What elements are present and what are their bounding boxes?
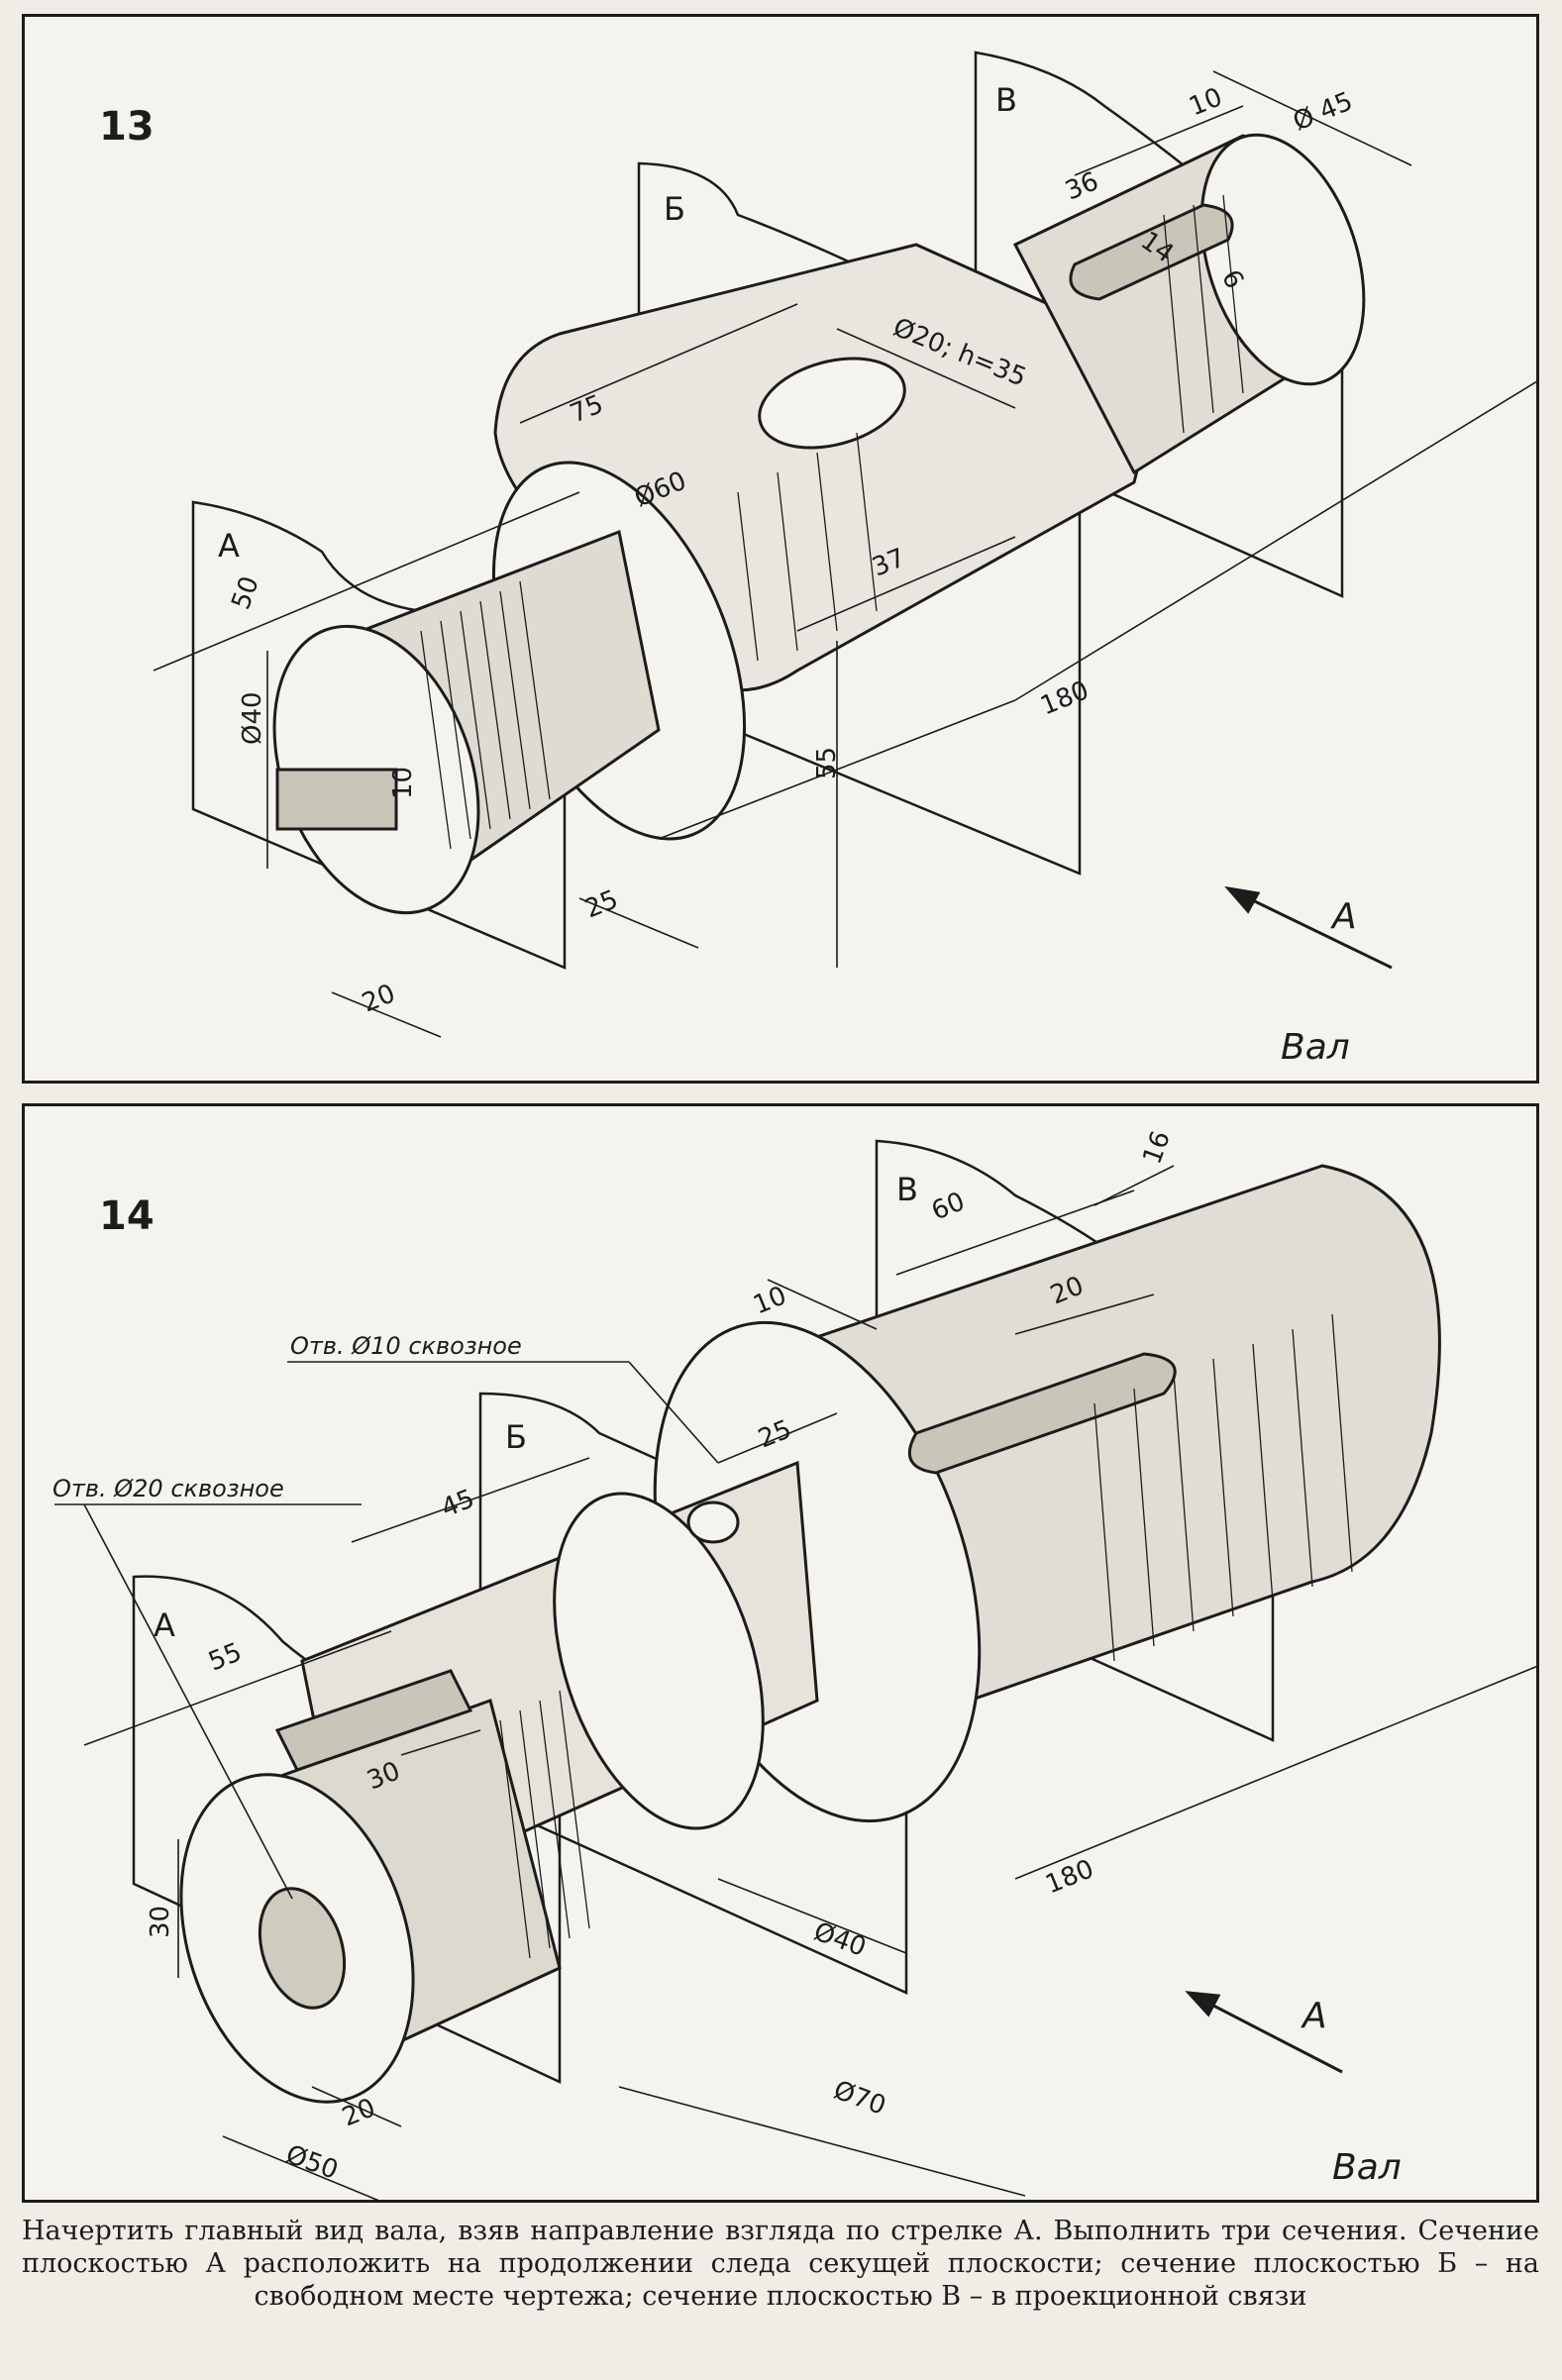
dim-10: 10 [1185,82,1226,122]
note-hole-10: Отв. Ø10 сквозное [290,1332,522,1360]
dim-d45: Ø 45 [1289,87,1357,138]
dim-d50: Ø50 [282,2139,343,2186]
figure-number: 14 [99,1193,155,1239]
figure-13-panel: 13 [22,14,1539,1084]
dim-30-vertical: 30 [146,1906,175,1938]
keyway-slot-left [275,768,398,831]
view-arrow-a-head [1185,1991,1221,2018]
dim-25: 25 [580,884,622,924]
dim-55: 55 [812,747,842,779]
through-hole-20 [258,1887,347,2010]
dim-20: 20 [358,979,399,1018]
shaft-drawing-14: А Б В Отв. Ø10 сквозное Отв. Ø20 сквозно… [52,1127,1536,2200]
dim-180: 180 [1041,1854,1097,1900]
drawing-title: Вал [1281,1027,1350,1068]
task-instructions: Начертить главный вид вала, взяв направл… [22,2216,1539,2312]
view-arrow-a-head [1224,885,1261,914]
keyway-notch-left [274,1669,473,1772]
dim-d40: Ø40 [810,1916,871,1963]
plane-label-a: А [218,527,240,565]
top-hole [758,357,906,450]
shaft-drawing-13: А Б В Ø 45 10 36 14 6 Ø20; h=35 75 Ø60 5… [153,51,1536,1068]
dim-50: 50 [226,572,265,613]
figure-14-panel: 14 [22,1103,1539,2203]
plane-label-v: В [995,81,1017,119]
dim-60: 60 [927,1187,969,1226]
plane-label-v: В [896,1171,918,1208]
plane-label-b: Б [664,190,685,228]
dim-36: 36 [1061,166,1102,206]
shaft-face-45 [1199,133,1366,386]
dim-d40: Ø40 [238,691,267,745]
dim-d70: Ø70 [830,2075,890,2121]
figure-number: 13 [99,104,155,150]
view-label-a: A [1330,896,1357,937]
keyway-slot-right [907,1352,1177,1475]
dim-45: 45 [437,1484,478,1523]
drawing-title: Вал [1332,2147,1402,2188]
hatching-14 [499,1313,1353,1959]
dim-16: 16 [1137,1127,1177,1168]
dimension-lines-13 [153,70,1536,1038]
note-hole-20: Отв. Ø20 сквозное [52,1475,284,1502]
plane-label-a: А [154,1606,175,1644]
dim-55: 55 [204,1637,246,1677]
hatching-13 [420,194,1244,850]
through-hole-10 [686,1500,740,1544]
dimension-lines-14 [54,1165,1536,2200]
shaft-face-40 [553,1492,765,1830]
plane-label-b: Б [505,1418,527,1456]
dim-10b: 10 [388,767,418,799]
view-arrow-a [1227,886,1393,970]
view-label-a: A [1301,1996,1327,2036]
